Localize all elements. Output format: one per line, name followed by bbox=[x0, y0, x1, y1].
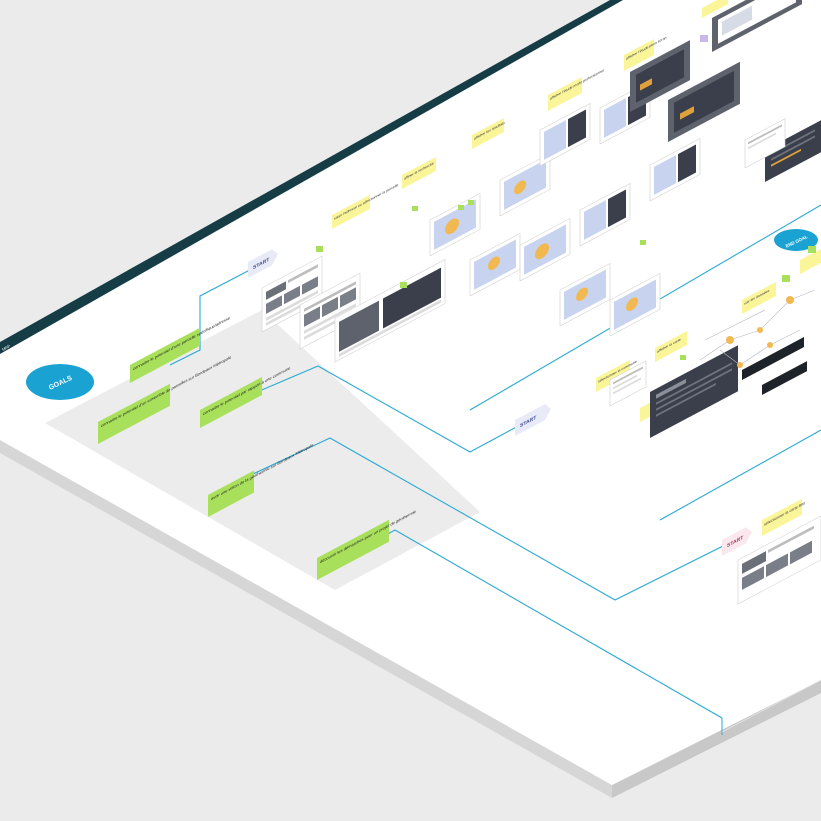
map-screen bbox=[539, 102, 591, 167]
screen-thumbnail bbox=[744, 118, 786, 169]
network-nodes bbox=[726, 296, 794, 368]
board-fold-shadow bbox=[721, 679, 821, 733]
step-note bbox=[800, 248, 821, 274]
sticky-accents bbox=[316, 35, 816, 360]
header-label: MAP bbox=[1, 343, 11, 352]
screen-thumbnail-dark bbox=[650, 345, 738, 438]
map-screen bbox=[469, 232, 521, 297]
end-goal-badge bbox=[774, 229, 818, 251]
screen-thumbnail bbox=[299, 272, 361, 350]
map-screen bbox=[499, 152, 551, 217]
map-screen bbox=[559, 262, 611, 327]
map-screen bbox=[519, 217, 571, 282]
dark-panel bbox=[742, 337, 804, 380]
start-tag: START bbox=[722, 527, 752, 556]
screen-thumbnail-dark bbox=[712, 0, 802, 52]
board-edge bbox=[0, 440, 612, 798]
screen-thumbnail-dark bbox=[334, 259, 446, 363]
screen-thumbnail bbox=[737, 515, 821, 605]
step-note bbox=[702, 0, 728, 18]
screen-thumbnail-dark bbox=[630, 40, 690, 112]
goals-area bbox=[45, 310, 480, 590]
screen-thumbnail bbox=[609, 360, 647, 407]
board-edge-right bbox=[612, 680, 821, 798]
map-screen bbox=[649, 137, 701, 202]
dark-panel bbox=[762, 361, 807, 395]
screen-thumbnail bbox=[261, 255, 323, 333]
goals-badge bbox=[26, 364, 94, 400]
screen-thumbnail-dark bbox=[765, 120, 821, 182]
start-tag: START bbox=[248, 249, 278, 278]
header-band bbox=[0, 0, 623, 354]
map-screen bbox=[609, 272, 661, 337]
screen-thumbnail-dark bbox=[668, 61, 740, 142]
map-screen bbox=[429, 192, 481, 257]
start-tag: START bbox=[515, 404, 551, 436]
map-screen bbox=[579, 182, 631, 247]
